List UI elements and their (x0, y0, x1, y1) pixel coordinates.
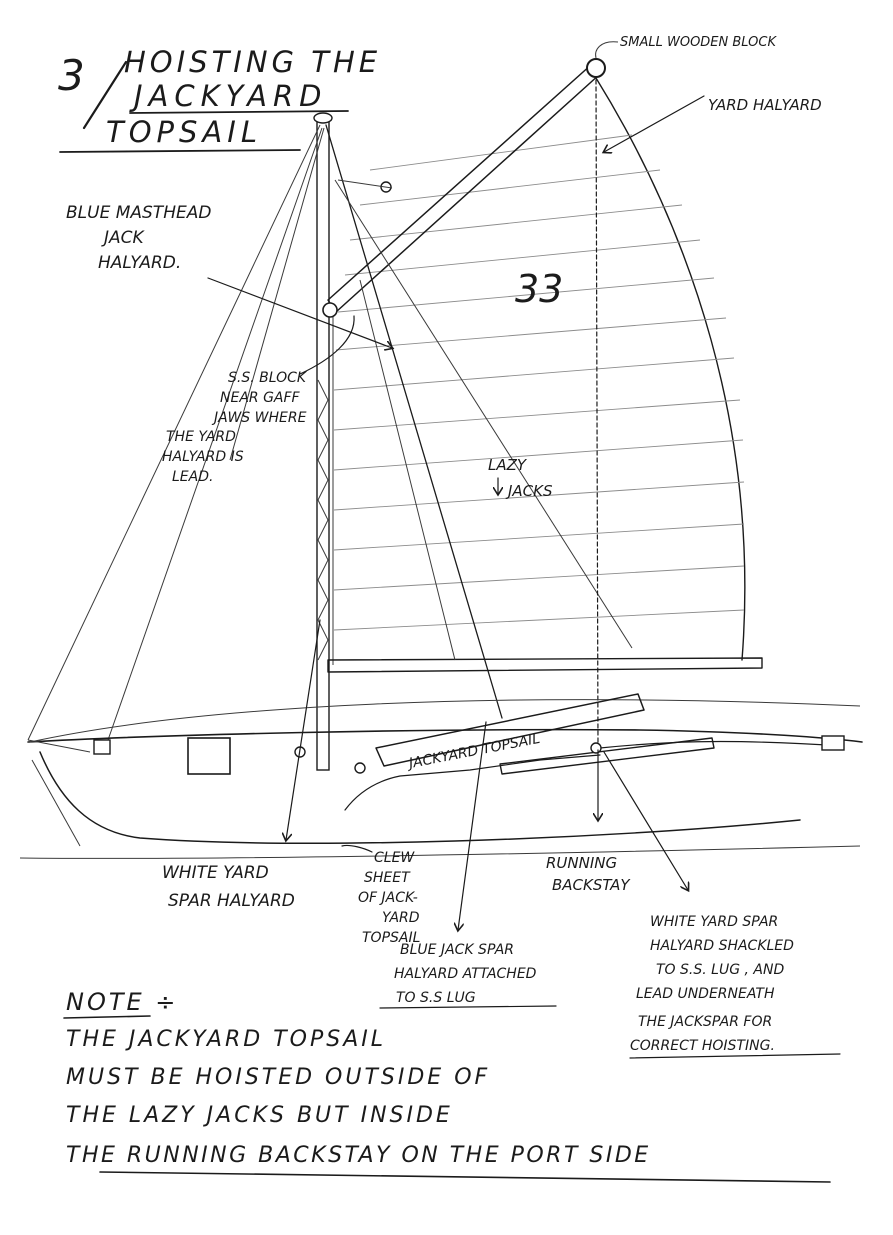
underline-blue-jack (380, 1006, 556, 1008)
label-blue-jack-1: BLUE JACK SPAR (400, 942, 514, 958)
bowsprit (28, 740, 90, 752)
mast (317, 120, 329, 770)
sail-number: 33 (515, 267, 563, 311)
label-blue-jack-3: TO S.S LUG (396, 990, 476, 1006)
rigging (28, 80, 632, 745)
waterline (20, 846, 860, 858)
label-ss-block-5: HALYARD IS (162, 449, 244, 465)
note-heading-underline (64, 1016, 150, 1018)
clew-ring (355, 763, 365, 773)
label-shackled-4: LEAD UNDERNEATH (636, 986, 775, 1002)
sail-seams (334, 135, 744, 630)
lazy-jack-1 (335, 180, 632, 648)
underline-shackled (630, 1054, 840, 1058)
label-white-yard-1: WHITE YARD (162, 863, 269, 883)
sheer-line (30, 700, 860, 742)
leader-small-wooden-block (596, 42, 618, 58)
label-yard-halyard: YARD HALYARD (708, 96, 822, 114)
jackyard-topsail-bundle: JACKYARD TOPSAIL (345, 694, 714, 810)
label-ss-block-6: LEAD. (172, 469, 213, 485)
label-clew-1: CLEW (374, 850, 415, 866)
bow-cleat (94, 740, 110, 754)
label-small-wooden-block: SMALL WOODEN BLOCK (620, 35, 777, 50)
label-blue-masthead-2: JACK (101, 228, 146, 248)
yard-halyard-line (596, 80, 598, 745)
note-line-4: THE RUNNING BACKSTAY ON THE PORT SIDE (66, 1143, 651, 1168)
label-blue-masthead-3: HALYARD. (98, 253, 181, 273)
lazy-jack-2 (360, 280, 455, 660)
title-line-1: HOISTING THE (124, 45, 381, 79)
label-running-backstay-1: RUNNING (546, 854, 617, 872)
label-lazy-jacks-2: JACKS (505, 482, 553, 500)
label-clew-3: OF JACK- (358, 890, 418, 906)
label-white-yard-2: SPAR HALYARD (168, 891, 295, 911)
label-shackled-1: WHITE YARD SPAR (650, 914, 778, 930)
note-line-4-underline (100, 1172, 830, 1182)
ss-lug (591, 743, 601, 753)
label-running-backstay-2: BACKSTAY (552, 876, 631, 894)
stern-fitting (822, 736, 844, 750)
title-line-3: TOPSAIL (106, 115, 262, 149)
mainsail-leech (596, 78, 745, 660)
label-shackled-6: CORRECT HOISTING. (630, 1038, 775, 1054)
leader-clew (342, 845, 372, 852)
leader-yard-halyard (604, 96, 704, 152)
note-line-3: THE LAZY JACKS BUT INSIDE (66, 1103, 453, 1128)
bobstay (32, 760, 80, 846)
title-block: 3 HOISTING THE JACKYARD TOPSAIL (58, 45, 381, 152)
label-shackled-2: HALYARD SHACKLED (650, 938, 794, 954)
note-line-2: MUST BE HOISTED OUTSIDE OF (66, 1065, 490, 1090)
mainsail: 33 (333, 78, 745, 665)
title-line-2: JACKYARD (129, 79, 327, 113)
leader-white-yard (286, 620, 320, 840)
cabin-window (188, 738, 230, 774)
masthead-truck (314, 113, 332, 123)
page-number: 3 (58, 51, 85, 100)
label-clew-2: SHEET (364, 870, 411, 886)
boom (328, 658, 762, 672)
note-line-1: THE JACKYARD TOPSAIL (66, 1027, 386, 1052)
label-shackled-3: TO S.S. LUG , AND (656, 962, 784, 978)
label-ss-block-1: S.S. BLOCK (228, 370, 308, 386)
note-heading: NOTE ÷ (66, 988, 178, 1016)
gaff-jaws-block (323, 303, 337, 317)
hull (20, 700, 862, 859)
small-wooden-block (587, 59, 605, 77)
label-ss-block-2: NEAR GAFF (220, 390, 301, 406)
jackyard-sail-text: JACKYARD TOPSAIL (405, 731, 542, 773)
label-ss-block-3: JAWS WHERE (211, 410, 307, 426)
title-underline-3 (60, 150, 300, 152)
label-lazy-jacks-1: LAZY (488, 456, 528, 474)
label-blue-masthead-1: BLUE MASTHEAD (66, 203, 211, 223)
label-shackled-5: THE JACKSPAR FOR (638, 1014, 772, 1030)
label-ss-block-4: THE YARD (166, 429, 236, 445)
leader-blue-masthead (208, 278, 392, 348)
label-blue-jack-2: HALYARD ATTACHED (394, 966, 537, 982)
label-clew-4: YARD (382, 910, 420, 926)
hull-outline (28, 730, 862, 742)
